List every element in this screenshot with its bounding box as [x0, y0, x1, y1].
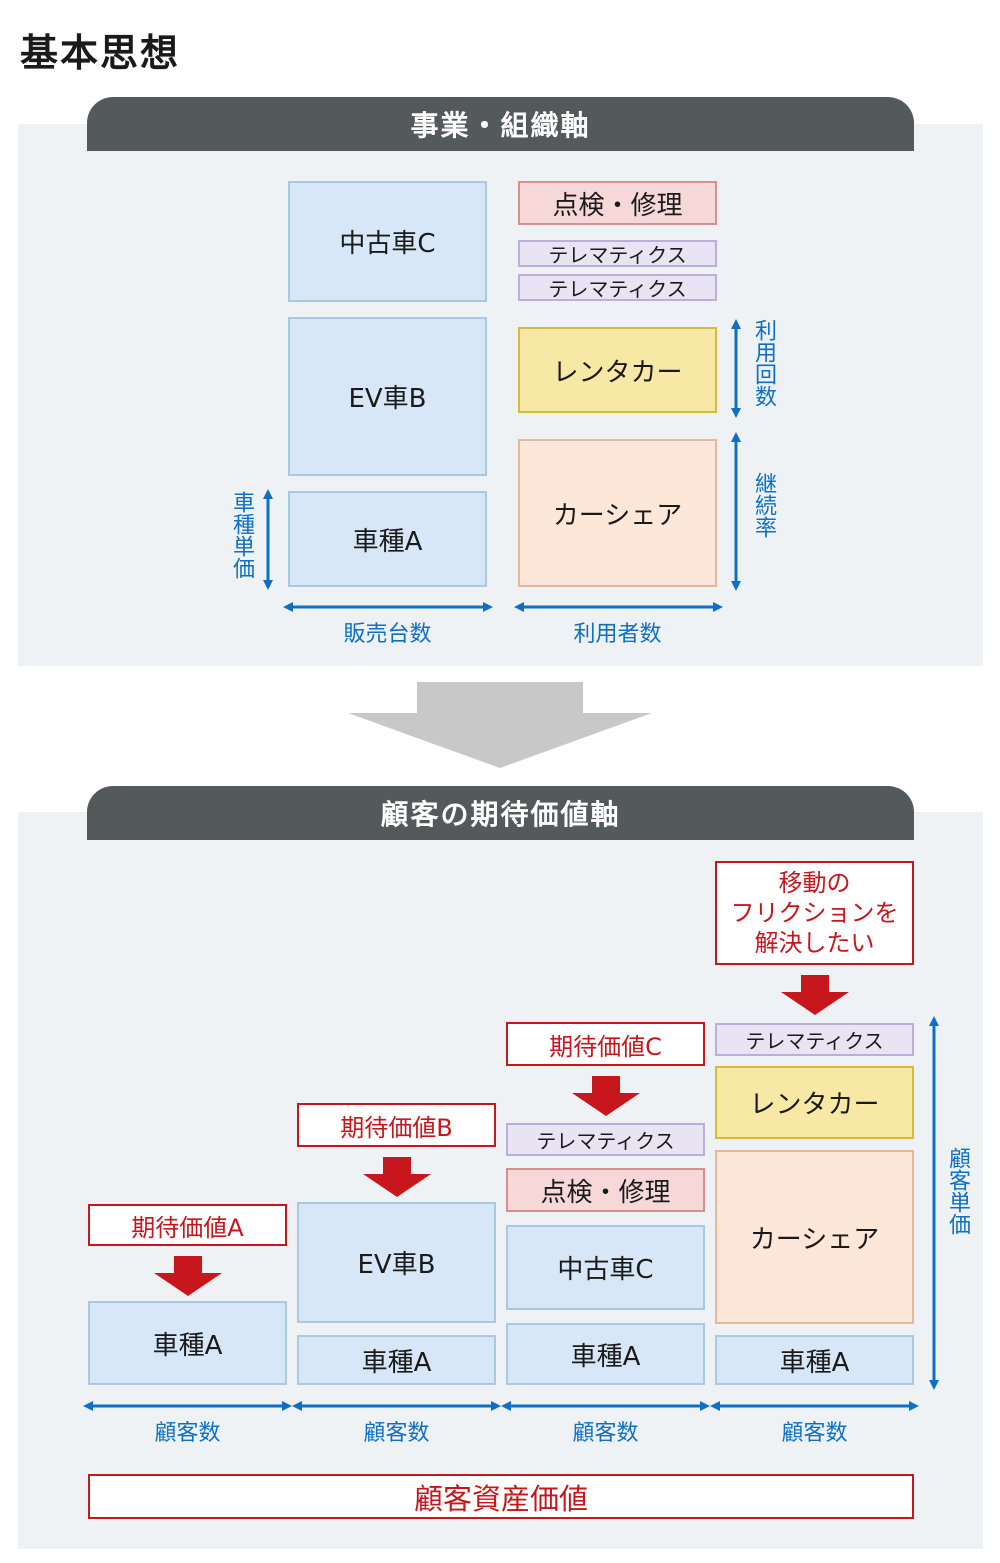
customers-axis-label-4: 顧客数: [781, 1421, 848, 1446]
expectation-b-arrow: [363, 1157, 431, 1197]
bottom-header: 顧客の期待価値軸: [87, 786, 914, 840]
customers-axis-label-3: 顧客数: [572, 1421, 639, 1446]
expectation-a-label: 期待価値A: [88, 1204, 287, 1246]
col3-inspection-box: 点検・修理: [506, 1168, 705, 1212]
mobility-expectation-label: 移動の フリクションを 解決したい: [715, 861, 914, 965]
retention-axis-label: 継続率: [751, 472, 776, 538]
expectation-c-label: 期待価値C: [506, 1022, 705, 1066]
col4-telematics-box: テレマティクス: [715, 1023, 914, 1056]
telematics-box-1: テレマティクス: [518, 240, 717, 267]
col2-ev-b-box: EV車B: [297, 1202, 496, 1323]
page-title: 基本思想: [20, 31, 181, 75]
unit-price-axis-label: 車種単価: [229, 491, 254, 579]
carshare-box: カーシェア: [518, 439, 717, 587]
mobility-expectation-arrow: [781, 975, 849, 1015]
expectation-a-arrow: [154, 1256, 222, 1296]
expectation-b-label: 期待価値B: [297, 1103, 496, 1147]
rental-box: レンタカー: [518, 327, 717, 413]
col3-used-car-c-box: 中古車C: [506, 1225, 705, 1310]
col4-carshare-box: カーシェア: [715, 1150, 914, 1324]
col3-telematics-box: テレマティクス: [506, 1123, 705, 1156]
model-a-box: 車種A: [288, 491, 487, 587]
transition-arrow: [348, 682, 652, 768]
usage-count-axis-label: 利用回数: [751, 319, 776, 407]
customers-axis-label-1: 顧客数: [154, 1421, 221, 1446]
telematics-box-2: テレマティクス: [518, 274, 717, 301]
customers-axis-label-2: 顧客数: [363, 1421, 430, 1446]
col4-model-a-box: 車種A: [715, 1335, 914, 1385]
col4-rental-box: レンタカー: [715, 1066, 914, 1139]
inspection-box: 点検・修理: [518, 181, 717, 225]
col3-model-a-box: 車種A: [506, 1323, 705, 1385]
col1-model-a-box: 車種A: [88, 1301, 287, 1385]
expectation-c-arrow: [572, 1076, 640, 1116]
col2-model-a-box: 車種A: [297, 1335, 496, 1385]
used-car-c-box: 中古車C: [288, 181, 487, 302]
customer-asset-value-bar: 顧客資産価値: [88, 1474, 914, 1519]
ev-b-box: EV車B: [288, 317, 487, 476]
top-header: 事業・組織軸: [87, 97, 914, 151]
sales-units-axis-label: 販売台数: [343, 622, 432, 647]
top-panel: [18, 124, 983, 666]
users-axis-label: 利用者数: [573, 622, 662, 647]
customer-unit-price-axis-label: 顧客単価: [945, 1147, 970, 1235]
